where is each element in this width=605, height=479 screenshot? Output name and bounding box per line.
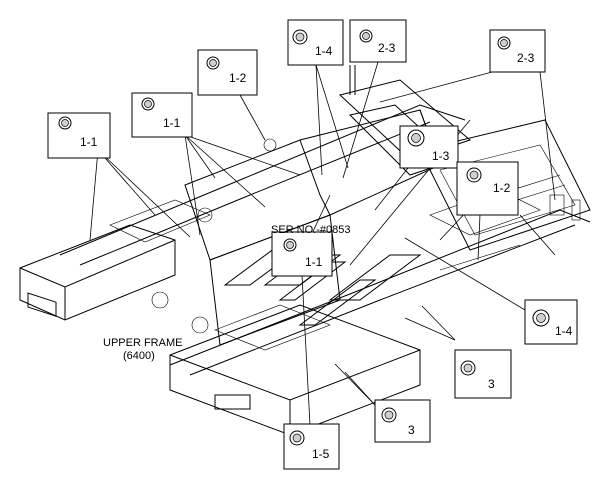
callout-1-4-top[interactable]: 1-4 — [287, 19, 344, 66]
callout-1-1-left[interactable]: 1-1 — [47, 112, 111, 159]
callout-label: 1-1 — [80, 135, 98, 149]
frame-code: (6400) — [123, 350, 155, 362]
frame-outline — [19, 65, 591, 436]
callout-1-2-right[interactable]: 1-2 — [456, 161, 519, 216]
callout-label: 3 — [488, 377, 495, 391]
callout-label: 1-5 — [312, 447, 330, 461]
callout-1-1-center[interactable]: 1-1 — [271, 231, 333, 277]
callout-3-right[interactable]: 3 — [454, 349, 512, 399]
callout-2-3-right[interactable]: 2-3 — [489, 29, 546, 73]
callout-label: 1-3 — [432, 149, 450, 163]
callout-label: 1-4 — [555, 324, 573, 338]
callout-label: 2-3 — [378, 41, 396, 55]
serial-note: SER NO.-#0853 — [271, 224, 350, 236]
callout-label: 3 — [408, 423, 415, 437]
callout-1-2-top[interactable]: 1-2 — [197, 49, 258, 96]
callout-1-1-mid[interactable]: 1-1 — [131, 92, 193, 138]
callout-label: 1-2 — [493, 181, 511, 195]
leader-lines — [89, 61, 556, 426]
callout-3-bottom[interactable]: 3 — [374, 399, 431, 443]
callout-label: 1-2 — [229, 71, 247, 85]
callout-1-5[interactable]: 1-5 — [283, 423, 340, 470]
callout-label: 1-4 — [315, 44, 333, 58]
frame-label: UPPER FRAME — [103, 337, 182, 349]
callout-label: 2-3 — [517, 51, 535, 65]
callout-1-3[interactable]: 1-3 — [399, 125, 459, 169]
callout-label: 1-1 — [163, 116, 181, 130]
callout-label: 1-1 — [305, 255, 323, 269]
callout-2-3-top[interactable]: 2-3 — [349, 19, 407, 63]
callout-1-4-right[interactable]: 1-4 — [524, 299, 578, 345]
